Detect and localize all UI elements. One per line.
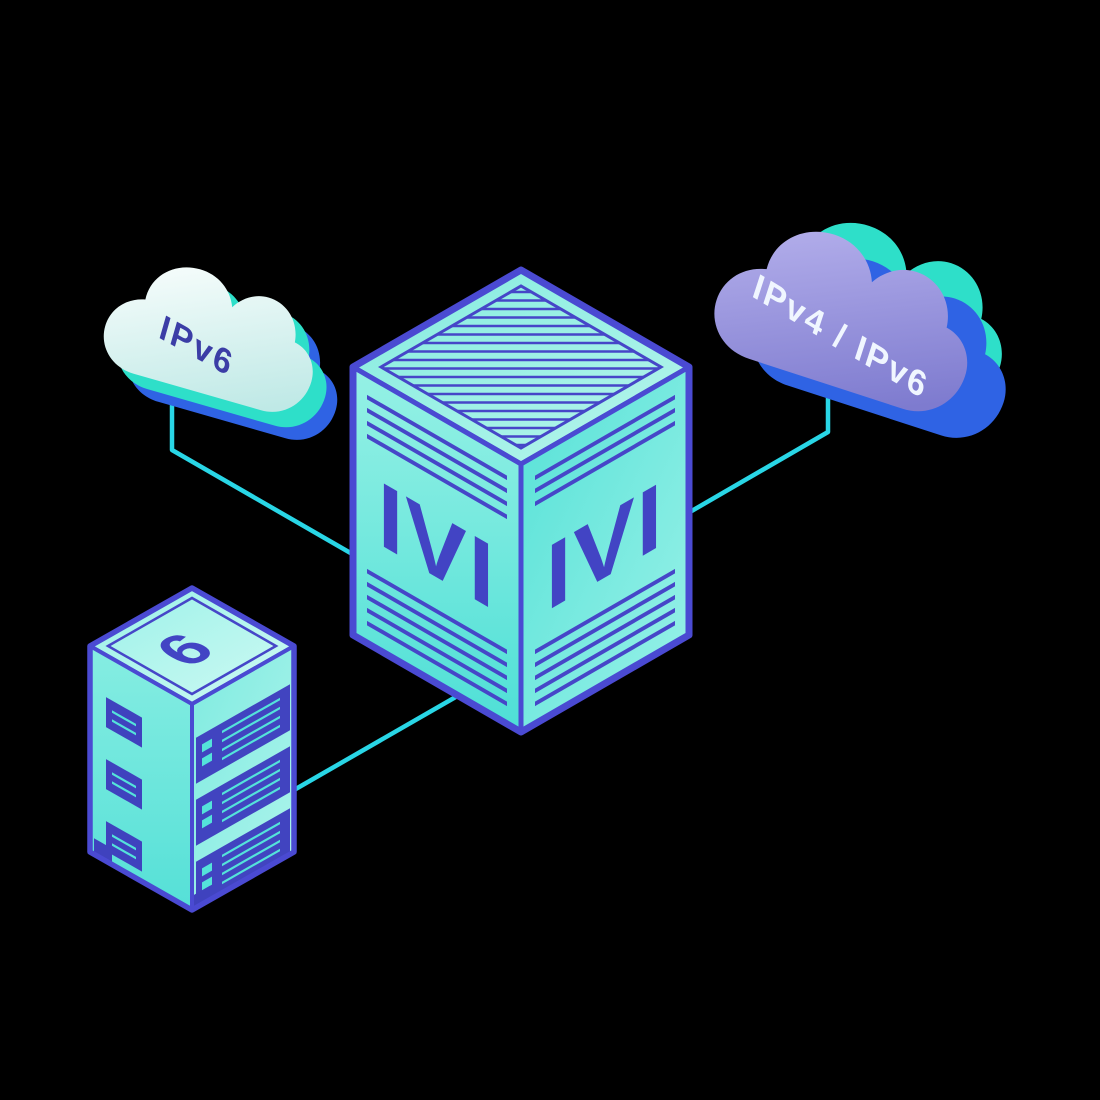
server-foot	[194, 885, 210, 907]
server-bay	[196, 808, 290, 908]
gateway-left-bottom-stripes	[367, 568, 507, 707]
server-bay	[196, 746, 290, 846]
server-foot	[94, 838, 112, 863]
gateway-right-bottom-stripes	[535, 568, 675, 707]
server-bay-led	[202, 800, 212, 815]
gateway-left-top-stripes	[367, 394, 507, 520]
server-right-face-content	[194, 684, 290, 908]
server-vent	[106, 759, 142, 810]
server-top-inner-border	[105, 596, 279, 696]
server-vent-lines	[112, 834, 136, 860]
server-bay-led	[202, 876, 212, 891]
gateway-top-inner-border	[378, 284, 664, 450]
server-outline	[87, 585, 297, 913]
server-vent	[106, 697, 142, 748]
gateway-right-top-stripes	[535, 394, 675, 507]
server-bay-lines	[222, 697, 280, 761]
server-bay	[196, 684, 290, 784]
server-bay-led	[202, 752, 212, 767]
server-vent	[106, 821, 142, 872]
server-bay-led	[202, 738, 212, 753]
link-server-gateway	[292, 681, 482, 792]
gateway-outline	[349, 266, 693, 736]
ipv6-cloud-icon: IPv6	[94, 248, 358, 450]
server-bay-led	[202, 862, 212, 877]
ivi-gateway-box: IVI IVI	[349, 266, 693, 736]
server-left-face-content	[94, 697, 142, 872]
server-vent-lines	[112, 710, 136, 736]
server-bay-lines	[222, 821, 280, 885]
server-bay-lines	[222, 759, 280, 823]
server-vent-lines	[112, 772, 136, 798]
server-bay-led	[202, 814, 212, 829]
ipv6-server-tower: 6	[87, 585, 297, 913]
